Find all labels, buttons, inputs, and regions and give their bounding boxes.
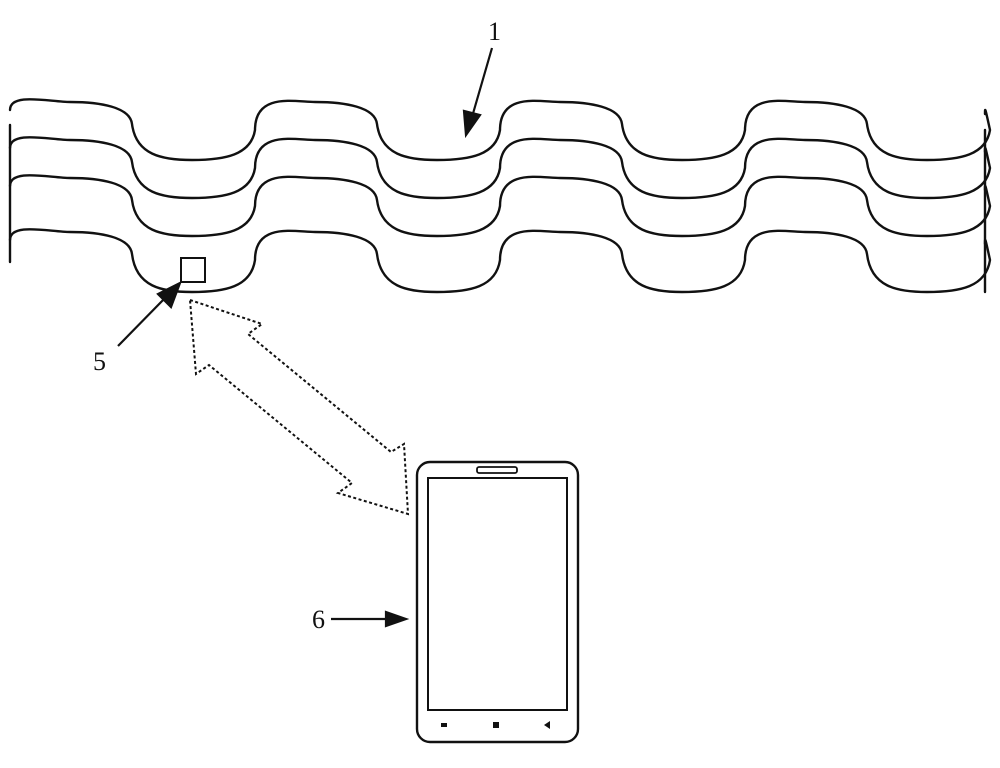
dashed-double-arrow-icon <box>188 298 410 516</box>
back-triangle-icon <box>544 721 550 729</box>
label-wave-structure: 1 <box>488 17 501 46</box>
sensor-box <box>180 257 206 283</box>
wave-layer-4 <box>8 228 992 294</box>
pointer-arrow-5 <box>117 280 183 347</box>
label-sensor: 5 <box>93 347 106 376</box>
smartphone-icon <box>415 460 580 744</box>
label-phone: 6 <box>312 605 325 634</box>
wave-layer-3 <box>8 174 992 238</box>
phone-screen <box>427 477 568 711</box>
wave-layer-2 <box>8 136 992 200</box>
wave-layer-1 <box>8 98 992 162</box>
pointer-arrow-6 <box>331 610 410 628</box>
square-nav-icon <box>441 723 447 727</box>
home-nav-icon <box>493 722 499 728</box>
phone-speaker <box>476 466 518 474</box>
wavy-layered-structure <box>8 98 992 294</box>
pointer-arrow-1 <box>462 47 494 139</box>
